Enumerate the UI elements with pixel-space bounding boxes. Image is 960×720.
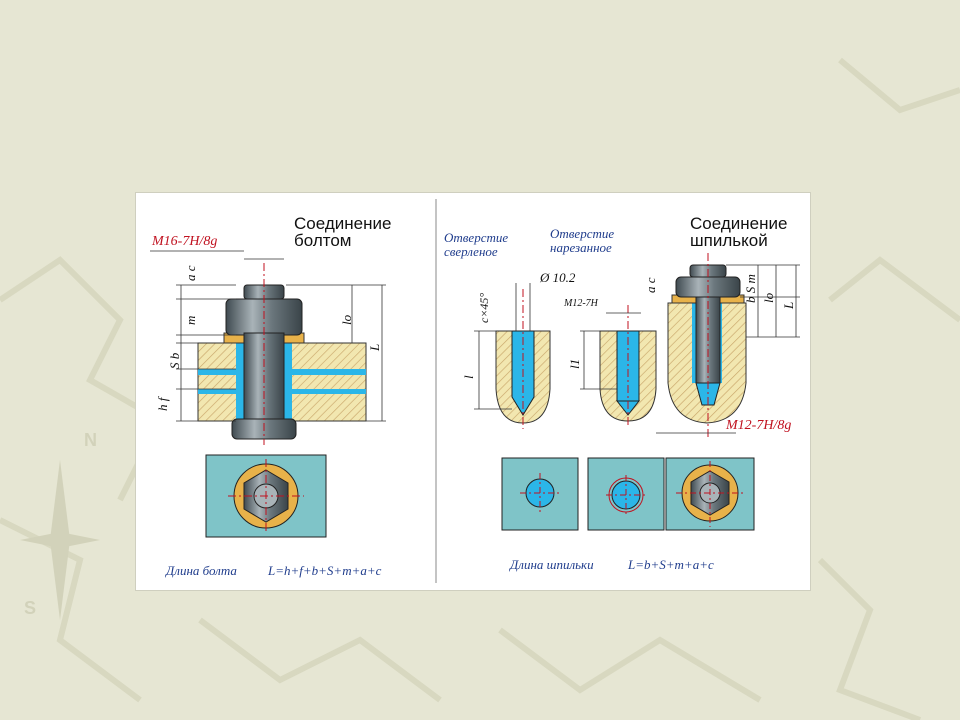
stud-title-line1: Соединение	[690, 214, 788, 233]
bolt-length-label: Длина болта	[166, 563, 237, 578]
stud-thread-spec: M12-7H/8g	[726, 418, 792, 433]
technical-drawing	[150, 199, 800, 583]
stud-dim-a-c: a c	[643, 277, 658, 293]
stud-length-formula: L=b+S+m+a+c	[628, 557, 714, 572]
stud-dim-lo: lo	[761, 292, 776, 303]
bolt-title: Соединение болтом	[294, 215, 391, 250]
threaded-hole-view	[580, 305, 657, 427]
bolt-thread-spec: M16-7H/8g	[152, 234, 218, 249]
dim-a-c: a c	[183, 265, 198, 281]
stud-title-line2: шпилькой	[690, 231, 768, 251]
drawing-panel: Соединение болтом M16-7H/8g a c m S b h …	[136, 193, 810, 590]
bolt-title-line2: болтом	[294, 231, 352, 251]
dim-lo: lo	[339, 314, 354, 325]
compass-icon: N S	[20, 430, 100, 620]
stud-length-label: Длина шпильки	[510, 557, 594, 572]
small-thread-label: M12-7H	[564, 298, 598, 309]
drilled-hole-view	[474, 283, 551, 429]
dim-m: m	[183, 315, 198, 325]
stud-section-view	[656, 253, 800, 437]
stud-title: Соединение шпилькой	[690, 215, 787, 250]
chamfer-label: c×45°	[477, 292, 491, 323]
stud-dim-b-S-m: b S m	[743, 274, 758, 303]
dim-h-f: h f	[155, 397, 170, 411]
bolt-length-formula: L=h+f+b+S+m+a+c	[268, 563, 382, 578]
bolt-top-view	[205, 454, 327, 538]
dim-l: l	[461, 375, 476, 379]
dim-l1: l1	[567, 358, 582, 369]
svg-text:S: S	[24, 598, 36, 618]
hole-top-views	[501, 457, 755, 531]
diameter-label: Ø 10.2	[540, 270, 576, 285]
svg-text:N: N	[84, 430, 97, 450]
stud-dim-L: L	[781, 301, 796, 309]
bolt-section-view	[150, 250, 386, 445]
bolt-title-line1: Соединение	[294, 214, 392, 233]
dim-L: L	[367, 343, 382, 351]
dim-S-b: S b	[167, 352, 182, 369]
